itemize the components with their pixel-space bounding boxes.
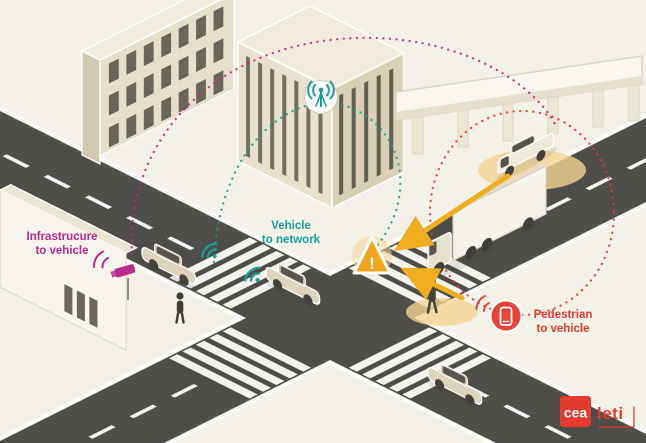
label-pedestrian-to-vehicle: Pedestrian to vehicle <box>534 309 593 335</box>
smartphone-icon <box>475 295 523 333</box>
warning-symbol: ! <box>369 254 375 273</box>
label-infrastructure-to-vehicle: Infrastrucure to vehicle <box>27 231 98 257</box>
leti-logo-bracket <box>598 406 635 428</box>
pedestrian-highlight-glow <box>406 298 478 326</box>
antenna-icon <box>303 79 339 115</box>
label-line: Infrastrucure <box>27 231 98 243</box>
cea-leti-logo: cea leti <box>560 396 635 428</box>
leti-logo-text: leti <box>597 404 624 423</box>
label-line: to vehicle <box>536 323 589 335</box>
alert-arrows <box>393 173 511 301</box>
van <box>496 132 558 181</box>
windows <box>108 6 224 148</box>
label-line: Vehicle <box>271 220 311 232</box>
label-line: Pedestrian <box>534 309 593 321</box>
overpass <box>395 55 643 155</box>
label-line: to vehicle <box>35 245 88 257</box>
overpass-pillars <box>412 84 640 155</box>
label-vehicle-to-network: Vehicle to network <box>262 220 321 246</box>
doors <box>64 284 98 328</box>
phone-signal-arcs <box>475 295 490 312</box>
building-bottom-left <box>0 184 139 352</box>
infrastructure-link-arc <box>130 36 558 256</box>
cea-logo-text: cea <box>564 405 588 421</box>
camera-signal-arcs <box>93 250 109 269</box>
warning-triangle-icon: ! <box>352 235 392 275</box>
building-top-left <box>80 0 235 165</box>
label-line: to network <box>262 234 321 246</box>
cea-logo-square <box>560 396 591 427</box>
window-slits <box>246 56 323 195</box>
building-central <box>236 5 406 210</box>
cctv-camera-icon <box>93 250 136 300</box>
network-link-arc-left <box>212 102 314 264</box>
pedestrian-left <box>175 292 185 324</box>
